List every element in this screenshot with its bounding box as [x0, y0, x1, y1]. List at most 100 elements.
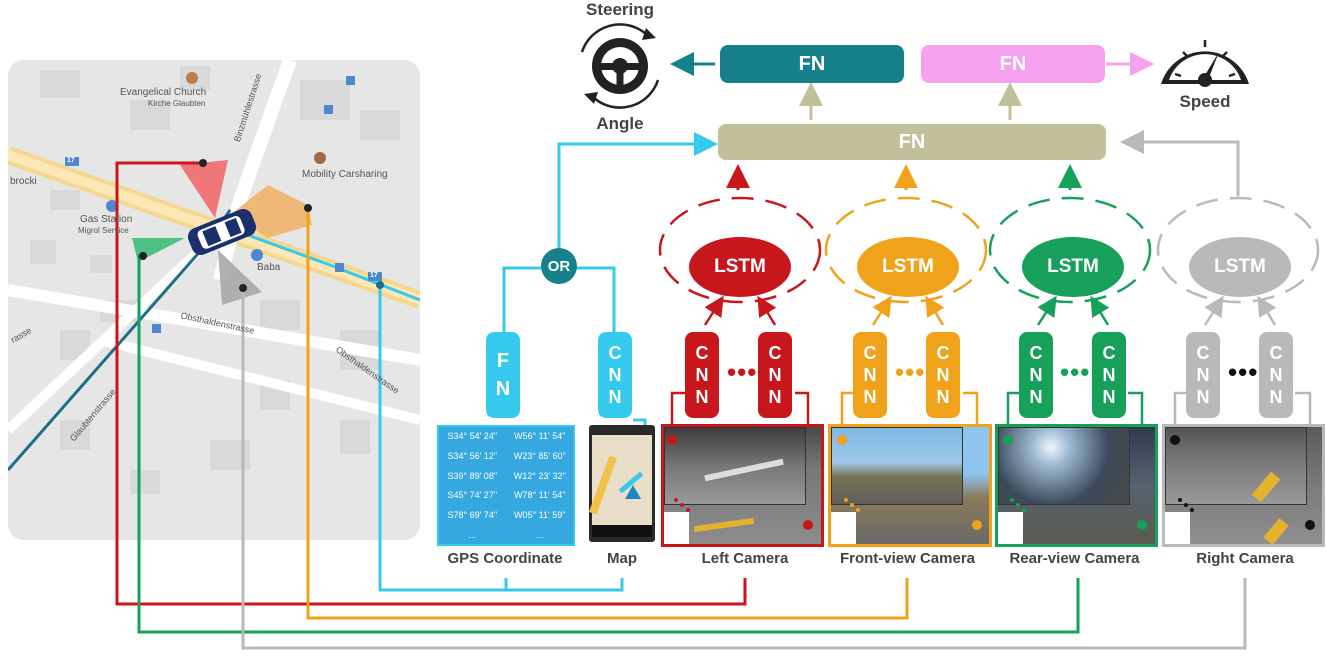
- speed-label: Speed: [1179, 92, 1231, 111]
- cnn-letter: C: [1196, 343, 1210, 363]
- gps-cell: W78° 11' 54": [514, 490, 566, 501]
- gps-cell: S78° 69' 74": [447, 509, 498, 520]
- cnn-letter: C: [695, 343, 709, 363]
- lstm-right: LSTM: [1189, 237, 1291, 297]
- gps-cell: W23° 85' 60": [513, 450, 566, 461]
- lstm-front: LSTM: [857, 237, 959, 297]
- fusion-fn-box: FN: [718, 124, 1106, 160]
- map-label-gas-station: Gas Station: [80, 214, 133, 225]
- cnn-letter: N: [1196, 365, 1210, 385]
- cnn-letter: C: [1269, 343, 1283, 363]
- cnn-letter: N: [863, 387, 877, 407]
- map-cnn-letter-c: C: [608, 343, 622, 363]
- route-badge-1-text: 17: [67, 157, 75, 164]
- gps-coordinate-table: S34° 54' 24" W56° 11' 54" S34° 56' 12" W…: [437, 425, 575, 546]
- bus-stop-icon-1: [346, 76, 355, 85]
- rear-camera-image: [995, 424, 1158, 547]
- cnn-letter: C: [936, 343, 950, 363]
- cnn-letter: N: [1102, 365, 1116, 385]
- cnn-letter: N: [1029, 387, 1043, 407]
- map-background: [8, 60, 420, 540]
- left-camera-label: Left Camera: [701, 550, 789, 567]
- gps-coordinate-label: GPS Coordinate: [447, 550, 563, 567]
- gps-cell: S34° 54' 24": [447, 431, 498, 442]
- cnn-letter: N: [695, 387, 709, 407]
- cnn-letter: N: [1196, 387, 1210, 407]
- car-icon: [187, 208, 257, 256]
- cnn-letter: C: [863, 343, 877, 363]
- cnn-letter: N: [768, 365, 782, 385]
- map-label: Map: [607, 550, 637, 567]
- map-cnn-block: C N N: [598, 332, 632, 418]
- front-camera-label: Front-view Camera: [839, 550, 976, 567]
- gas-station-icon: [106, 200, 118, 212]
- gps-cell: ...: [535, 529, 544, 540]
- church-icon: [186, 72, 198, 84]
- gps-fn-block: F N: [486, 332, 520, 418]
- left-cnn-ellipsis: •••: [727, 357, 758, 387]
- front-camera-image: [828, 424, 992, 547]
- cnn-letter: N: [936, 387, 950, 407]
- map-label-baba: Baba: [257, 262, 281, 273]
- rear-camera-label: Rear-view Camera: [1009, 550, 1140, 567]
- bus-stop-icon-4: [152, 324, 161, 333]
- route-badge-2-text: 17: [370, 272, 378, 279]
- map-label-church: Evangelical Church: [120, 87, 207, 98]
- speedometer-icon: [1161, 40, 1249, 87]
- gps-fn-letter-f: F: [496, 350, 510, 372]
- cnn-letter: N: [768, 387, 782, 407]
- map-label-brocki: brocki: [10, 176, 37, 187]
- rear-cnn-ellipsis: •••: [1060, 357, 1091, 387]
- steering-label: Steering: [585, 0, 655, 19]
- lstm-left: LSTM: [689, 237, 791, 297]
- cnn-letter: N: [863, 365, 877, 385]
- bus-stop-icon-2: [324, 105, 333, 114]
- angle-label: Angle: [596, 114, 644, 133]
- right-camera-label: Right Camera: [1196, 550, 1294, 567]
- map-sublabel-church: Kirche Glaubten: [148, 99, 206, 108]
- gps-cell: S39° 89' 08": [447, 470, 498, 481]
- right-cnn-ellipsis: •••: [1228, 357, 1259, 387]
- gps-cell: W05° 11' 59": [514, 509, 566, 520]
- gps-cell: S45° 74' 27": [447, 490, 498, 501]
- shop-icon: [251, 249, 263, 261]
- cnn-letter: N: [1102, 387, 1116, 407]
- gps-cell: W12° 23' 32": [513, 470, 566, 481]
- map-label-carsharing: Mobility Carsharing: [302, 169, 388, 180]
- cnn-letter: C: [768, 343, 782, 363]
- gps-fn-letter-n: N: [495, 378, 511, 400]
- cnn-letter: C: [1029, 343, 1043, 363]
- lstm-rear: LSTM: [1022, 237, 1124, 297]
- map-cnn-letter-n1: N: [608, 365, 622, 385]
- gps-cell: S34° 56' 12": [447, 450, 498, 461]
- steering-wheel-icon: [580, 23, 660, 109]
- route-badge-2: [368, 272, 382, 281]
- right-camera-image: [1162, 424, 1325, 547]
- gps-cell: W56° 11' 54": [514, 431, 566, 442]
- or-node: OR: [541, 248, 577, 284]
- cnn-letter: N: [1269, 365, 1283, 385]
- steering-fn-box: FN: [720, 45, 904, 83]
- cnn-letter: N: [1029, 365, 1043, 385]
- cnn-letter: N: [936, 365, 950, 385]
- map-phone-image: [589, 425, 655, 542]
- carsharing-icon: [314, 152, 326, 164]
- map-cnn-letter-n2: N: [608, 387, 622, 407]
- speed-fn-box: FN: [921, 45, 1105, 83]
- front-cnn-ellipsis: •••: [895, 357, 926, 387]
- map-sublabel-gas-station: Migrol Service: [78, 226, 129, 235]
- cnn-letter: N: [1269, 387, 1283, 407]
- gps-cell: ...: [468, 529, 476, 540]
- route-badge-1: [65, 157, 79, 166]
- bus-stop-icon-3: [335, 263, 344, 272]
